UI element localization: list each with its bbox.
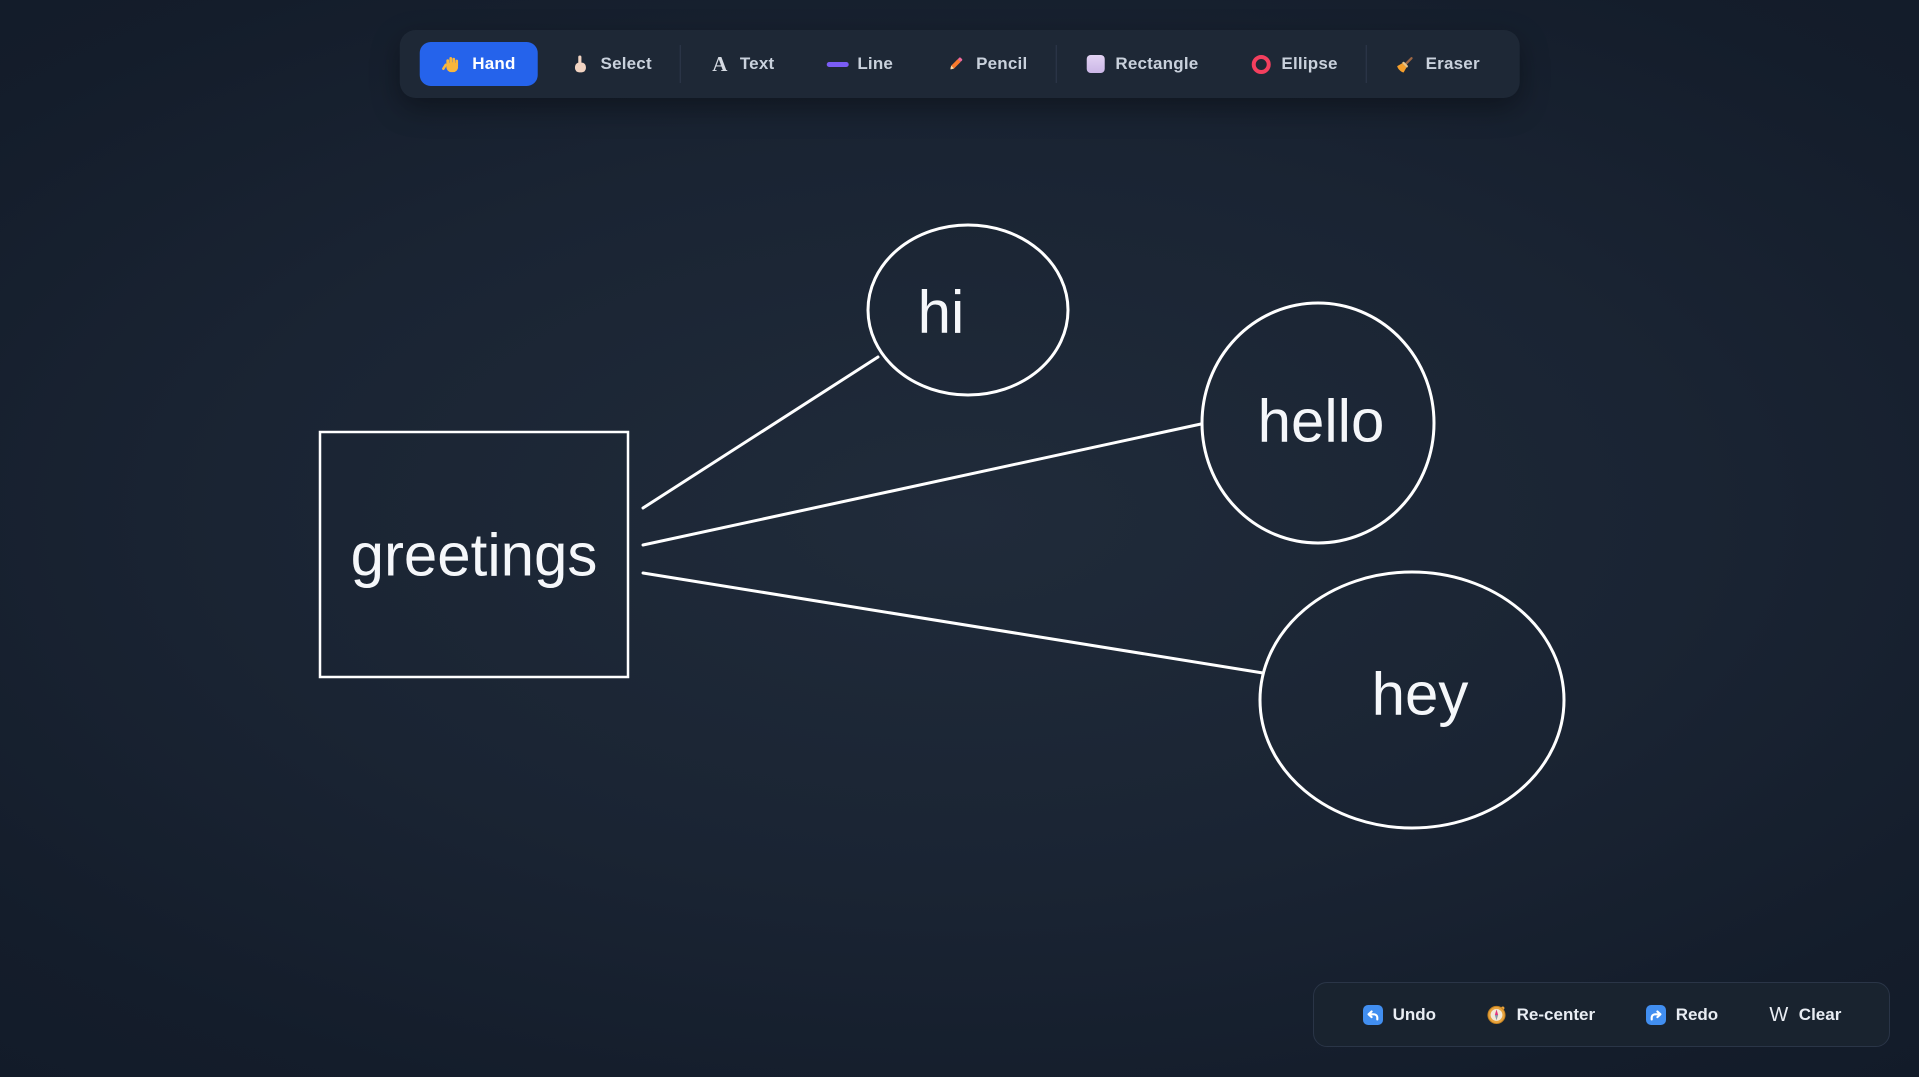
tool-pencil-label: Pencil <box>976 54 1028 73</box>
toolbar-divider <box>1055 45 1057 83</box>
tool-line-button[interactable]: Line <box>800 30 919 98</box>
shape-hey[interactable] <box>1258 570 1566 830</box>
top-toolbar: Hand Select A Text Line Pencil Rectangle Elli… <box>399 30 1520 98</box>
redo-icon <box>1645 1004 1667 1026</box>
redo-label: Redo <box>1675 1004 1719 1024</box>
recenter-label: Re-center <box>1516 1004 1596 1024</box>
connector-greetings-hello <box>641 422 1203 547</box>
clear-label: Clear <box>1798 1004 1842 1024</box>
bottom-action-bar: Undo Re-center Redo W Clear <box>1313 982 1890 1047</box>
undo-label: Undo <box>1392 1004 1437 1024</box>
line-icon <box>826 53 849 75</box>
pointer-up-icon <box>570 53 592 75</box>
redo-button[interactable]: Redo <box>1635 982 1729 1047</box>
ellipse-icon <box>1250 53 1272 75</box>
shape-hello[interactable] <box>1200 301 1436 545</box>
tool-hand-button[interactable]: Hand <box>419 42 538 86</box>
tool-text-button[interactable]: A Text <box>683 30 801 98</box>
tool-rectangle-button[interactable]: Rectangle <box>1058 30 1224 98</box>
shape-hey-label: hey <box>1372 661 1469 728</box>
shape-hi-label: hi <box>918 279 965 346</box>
tool-hand-label: Hand <box>472 54 516 73</box>
tool-pencil-button[interactable]: Pencil <box>919 30 1053 98</box>
shape-greetings-label: greetings <box>351 522 598 589</box>
broom-icon <box>1395 53 1417 75</box>
shape-greetings[interactable] <box>318 430 630 679</box>
toolbar-divider <box>1365 45 1367 83</box>
recenter-button[interactable]: Re-center <box>1476 982 1605 1047</box>
pencil-icon <box>945 53 967 75</box>
rectangle-icon <box>1084 53 1106 75</box>
undo-button[interactable]: Undo <box>1352 982 1446 1047</box>
w-icon: W <box>1769 1003 1789 1026</box>
connector-greetings-hi <box>641 355 880 510</box>
clear-button[interactable]: W Clear <box>1758 982 1852 1047</box>
shape-hi[interactable] <box>866 223 1070 397</box>
toolbar-divider <box>679 45 681 83</box>
tool-eraser-label: Eraser <box>1425 54 1480 73</box>
hand-icon <box>441 53 463 75</box>
tool-text-label: Text <box>739 54 775 73</box>
compass-icon <box>1486 1004 1508 1026</box>
tool-line-label: Line <box>857 54 894 73</box>
tool-rectangle-label: Rectangle <box>1115 54 1199 73</box>
letter-a-icon: A <box>712 51 728 76</box>
undo-icon <box>1362 1004 1384 1026</box>
connector-greetings-hey <box>641 571 1265 675</box>
shape-hello-label: hello <box>1258 388 1385 455</box>
tool-ellipse-label: Ellipse <box>1281 54 1338 73</box>
tool-select-label: Select <box>600 54 652 73</box>
tool-eraser-button[interactable]: Eraser <box>1369 30 1506 98</box>
tool-ellipse-button[interactable]: Ellipse <box>1224 30 1363 98</box>
tool-select-button[interactable]: Select <box>544 30 678 98</box>
